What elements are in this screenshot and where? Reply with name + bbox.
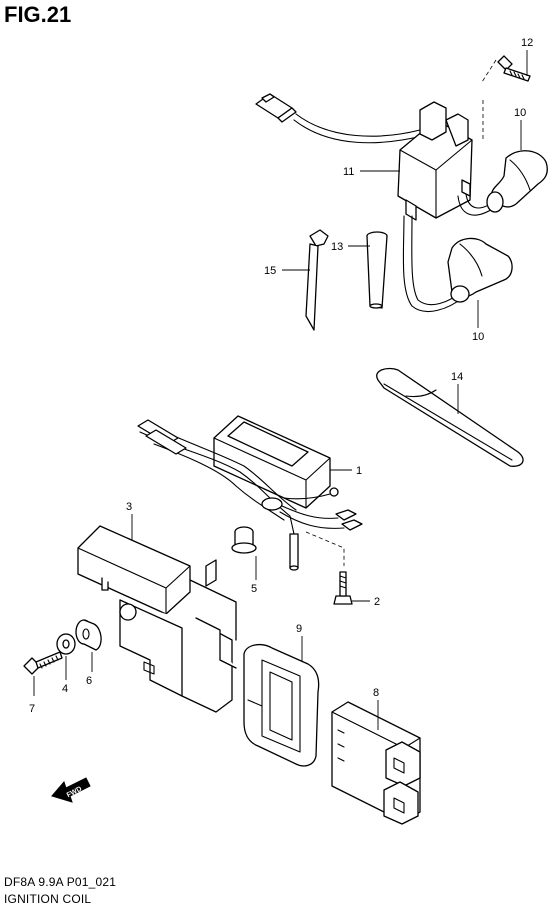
callout-7: 7 bbox=[29, 676, 35, 715]
callout-2: 2 bbox=[352, 596, 380, 608]
callout-15: 15 bbox=[264, 265, 310, 277]
assembly-guide-line bbox=[305, 531, 345, 566]
callout-9: 9 bbox=[296, 623, 303, 662]
callout-8: 8 bbox=[373, 687, 379, 730]
part-2-bolt[interactable] bbox=[333, 571, 353, 605]
part-12-bolt[interactable] bbox=[497, 55, 531, 82]
part-8-connector[interactable] bbox=[331, 701, 421, 825]
callout-label: 7 bbox=[29, 703, 35, 715]
part-3-bracket[interactable] bbox=[77, 525, 237, 713]
callout-1: 1 bbox=[330, 465, 362, 477]
part-6-spacer[interactable] bbox=[75, 619, 102, 651]
callout-10-lower: 10 bbox=[472, 300, 484, 343]
section-name: IGNITION COIL bbox=[4, 892, 92, 906]
figure-title: FIG.21 bbox=[4, 2, 72, 27]
callout-label: 6 bbox=[86, 675, 92, 687]
part-10-spark-plug-cap-lower[interactable] bbox=[447, 237, 513, 303]
part-5-grommet[interactable] bbox=[231, 526, 257, 554]
callout-label: 14 bbox=[451, 371, 463, 383]
callout-label: 10 bbox=[472, 331, 484, 343]
callout-label: 2 bbox=[374, 596, 380, 608]
part-15-cable-tie[interactable] bbox=[305, 229, 329, 331]
part-9-rubber-cover[interactable] bbox=[243, 643, 320, 767]
callout-3: 3 bbox=[126, 501, 133, 540]
part-13-tube[interactable] bbox=[366, 231, 388, 309]
callout-13: 13 bbox=[331, 241, 370, 253]
part-14-protector[interactable] bbox=[376, 367, 524, 467]
callout-label: 10 bbox=[514, 107, 526, 119]
model-code: DF8A 9.9A P01_021 bbox=[4, 875, 117, 889]
assembly-guide-line bbox=[481, 59, 497, 83]
part-11-ignition-coil[interactable] bbox=[255, 93, 497, 312]
callout-label: 12 bbox=[521, 37, 533, 49]
callout-12: 12 bbox=[521, 37, 533, 76]
callout-11: 11 bbox=[343, 166, 400, 178]
part-1-cdi-unit[interactable] bbox=[137, 415, 363, 571]
part-4-washer[interactable] bbox=[56, 633, 76, 655]
callout-14: 14 bbox=[451, 371, 463, 414]
callout-label: 9 bbox=[296, 623, 302, 635]
callout-4: 4 bbox=[62, 656, 68, 695]
part-10-spark-plug-cap-upper[interactable] bbox=[486, 150, 548, 213]
fwd-direction-arrow: FWD bbox=[51, 777, 91, 803]
callout-10-upper: 10 bbox=[514, 107, 526, 150]
callout-label: 15 bbox=[264, 265, 276, 277]
callout-5: 5 bbox=[251, 556, 257, 595]
callout-label: 11 bbox=[343, 166, 354, 178]
callout-label: 1 bbox=[356, 465, 362, 477]
callout-label: 8 bbox=[373, 687, 379, 699]
callout-label: 13 bbox=[331, 241, 343, 253]
callout-label: 3 bbox=[126, 501, 132, 513]
callout-label: 4 bbox=[62, 683, 68, 695]
callout-6: 6 bbox=[86, 652, 93, 687]
callout-label: 5 bbox=[251, 583, 257, 595]
part-7-bolt[interactable] bbox=[23, 651, 63, 675]
